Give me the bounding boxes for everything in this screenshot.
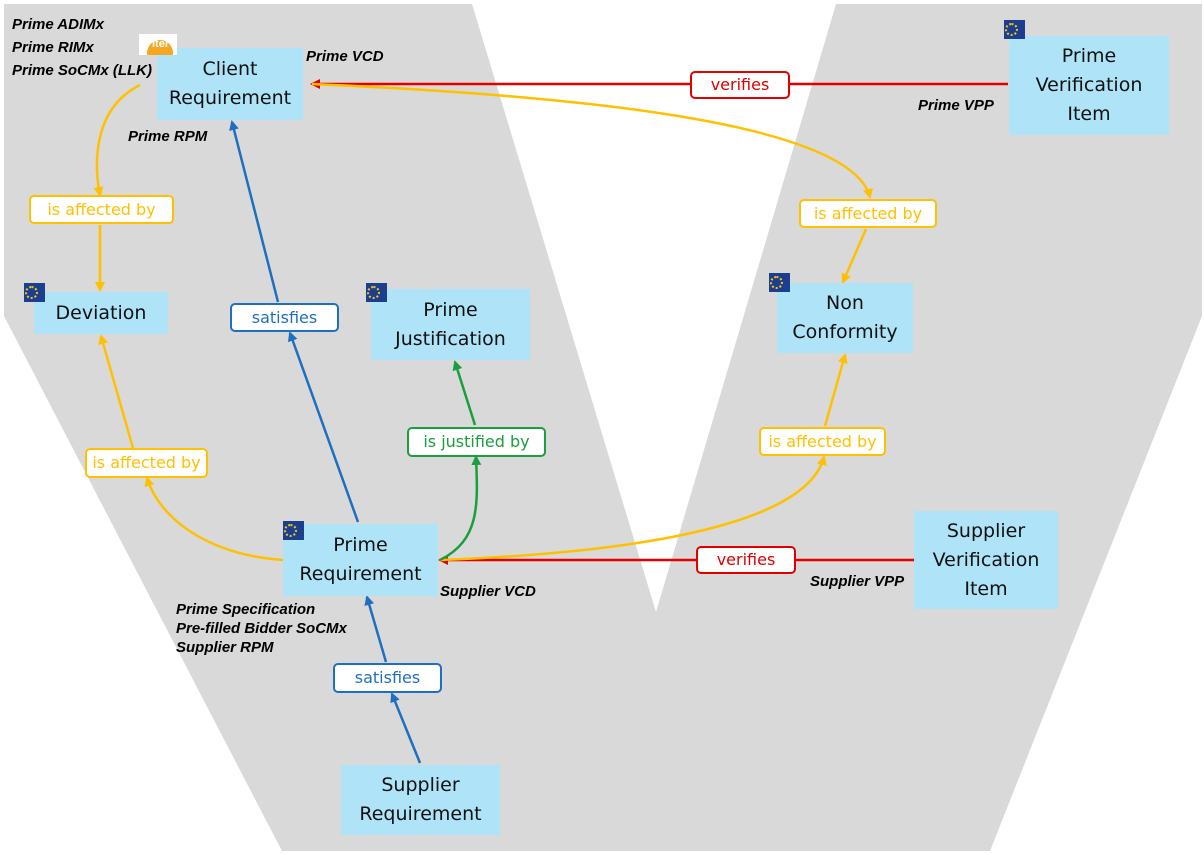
supplier-verification-item-node[interactable]: Supplier Verification Item [914, 511, 1058, 609]
f4e-logo [283, 521, 304, 540]
affected-client-connector [93, 83, 141, 197]
note-line: Prime RIMx [12, 39, 94, 56]
affected-nc-bottom-connector-2 [823, 353, 848, 427]
node-line: Supplier [381, 774, 460, 796]
node-line: Supplier [946, 519, 1026, 542]
affected-deviation-connector [144, 476, 284, 562]
prime-verification-item-node[interactable]: Prime Verification Item [1009, 36, 1169, 135]
star-circle-icon [284, 524, 297, 537]
satisfies-lower-label: satisfies [333, 663, 442, 693]
satisfies-upper-label: satisfies [230, 303, 339, 332]
satisfies-upper-connector [288, 331, 360, 523]
iter-logo-text: iter [152, 38, 170, 50]
satisfies-lower-connector [390, 692, 422, 764]
affected-nc-top-label: is affected by [799, 199, 937, 228]
node-line: Item [964, 577, 1008, 600]
justified-connector-2 [452, 360, 477, 426]
affected-nc-top-connector-2 [841, 228, 868, 284]
node-line: Requirement [299, 563, 422, 585]
satisfies-lower-connector-2 [364, 595, 388, 663]
supplier-vpp-note: Supplier VPP [810, 573, 905, 590]
affected-nc-top-connector [311, 82, 873, 199]
client-requirement-node[interactable]: Client Requirement [157, 48, 303, 120]
note-line: Prime Specification [176, 601, 316, 618]
star-circle-icon [770, 276, 783, 289]
node-line: Prime [1061, 45, 1117, 67]
non-conformity-node[interactable]: Non Conformity [777, 283, 913, 353]
note-line: Supplier RPM [176, 639, 274, 656]
affected-nc-bottom-connector [439, 455, 827, 562]
node-line: Requirement [168, 87, 292, 109]
node-line: Prime [423, 298, 478, 321]
affected-nc-bottom-label: is affected by [759, 427, 886, 456]
top-left-note: Prime ADIMx Prime RIMx Prime SoCMx (LLK) [12, 13, 152, 82]
f4e-logo [24, 283, 45, 302]
justified-connector [439, 455, 482, 562]
node-line: Deviation [55, 301, 147, 324]
iter-logo: iter [139, 34, 177, 55]
f4e-logo [1004, 20, 1025, 39]
justified-label: is justified by [407, 427, 546, 457]
affected-client-label: is affected by [29, 195, 174, 224]
node-line: Requirement [359, 803, 482, 825]
node-line: Conformity [792, 321, 898, 343]
f4e-logo [769, 273, 790, 292]
note-line: Prime SoCMx (LLK) [12, 62, 153, 79]
verifies-top-label: verifies [690, 71, 790, 99]
prime-vcd-note: Prime VCD [306, 48, 384, 65]
node-line: Verification [1035, 74, 1143, 96]
prime-justification-node[interactable]: Prime Justification [371, 289, 530, 360]
star-circle-icon [1005, 23, 1018, 36]
bottom-left-note: Prime Specification Pre-filled Bidder So… [176, 600, 347, 657]
node-line: Client [202, 58, 258, 80]
node-line: Verification [932, 548, 1040, 571]
note-line: Pre-filled Bidder SoCMx [176, 620, 347, 637]
prime-vpp-note: Prime VPP [918, 97, 994, 114]
node-line: Justification [395, 327, 506, 350]
note-line: Prime ADIMx [12, 16, 104, 33]
satisfies-upper-connector-2 [229, 120, 280, 303]
supplier-vcd-note: Supplier VCD [440, 583, 536, 600]
prime-rpm-note: Prime RPM [128, 128, 208, 145]
node-line: Item [1067, 103, 1111, 125]
node-line: Prime [333, 534, 388, 556]
iter-sun-icon [147, 40, 173, 55]
affected-deviation-connector-2 [98, 334, 135, 449]
f4e-logo [366, 283, 387, 302]
supplier-requirement-node[interactable]: Supplier Requirement [341, 765, 500, 835]
deviation-node[interactable]: Deviation [34, 292, 168, 334]
node-line: Non [826, 292, 864, 314]
verifies-bottom-label: verifies [696, 546, 796, 574]
prime-requirement-node[interactable]: Prime Requirement [283, 524, 438, 596]
affected-deviation-label: is affected by [85, 448, 208, 478]
star-circle-icon [367, 286, 380, 299]
star-circle-icon [25, 286, 38, 299]
